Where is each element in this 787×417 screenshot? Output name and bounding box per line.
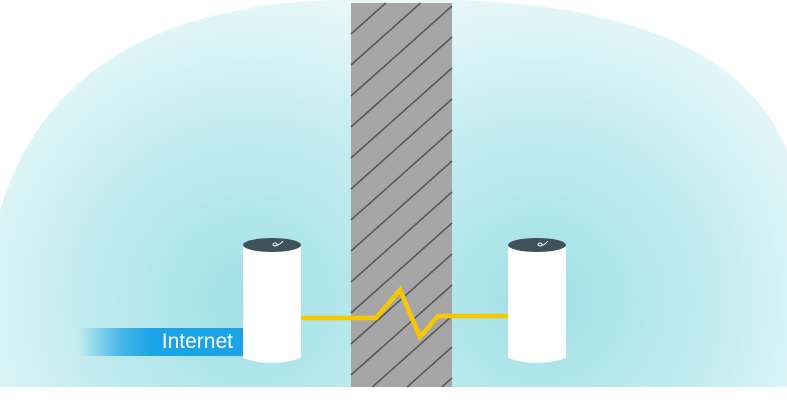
wall-hatch-line (350, 2, 387, 35)
wall-hatch-line (371, 315, 453, 388)
wall-hatch-line (350, 222, 453, 314)
mesh-router-right-icon (508, 238, 566, 363)
internet-label: Internet (78, 328, 243, 356)
wall-hatch-line (350, 129, 453, 221)
wall (350, 2, 453, 388)
wall-hatch-line (350, 36, 453, 128)
wall-hatch-line (350, 284, 453, 376)
wall-hatch-line (441, 377, 453, 388)
wall-hatch-line (350, 98, 453, 190)
wall-hatch-line (350, 160, 453, 252)
wall-hatch-line (350, 5, 453, 97)
mesh-router-left-icon (243, 238, 301, 363)
wall-hatch-line (350, 2, 422, 66)
wall-hatch-line (350, 67, 453, 159)
wireless-signal-line (300, 285, 510, 342)
wall-hatch-line (406, 346, 453, 388)
wall-hatch-line (350, 191, 453, 283)
